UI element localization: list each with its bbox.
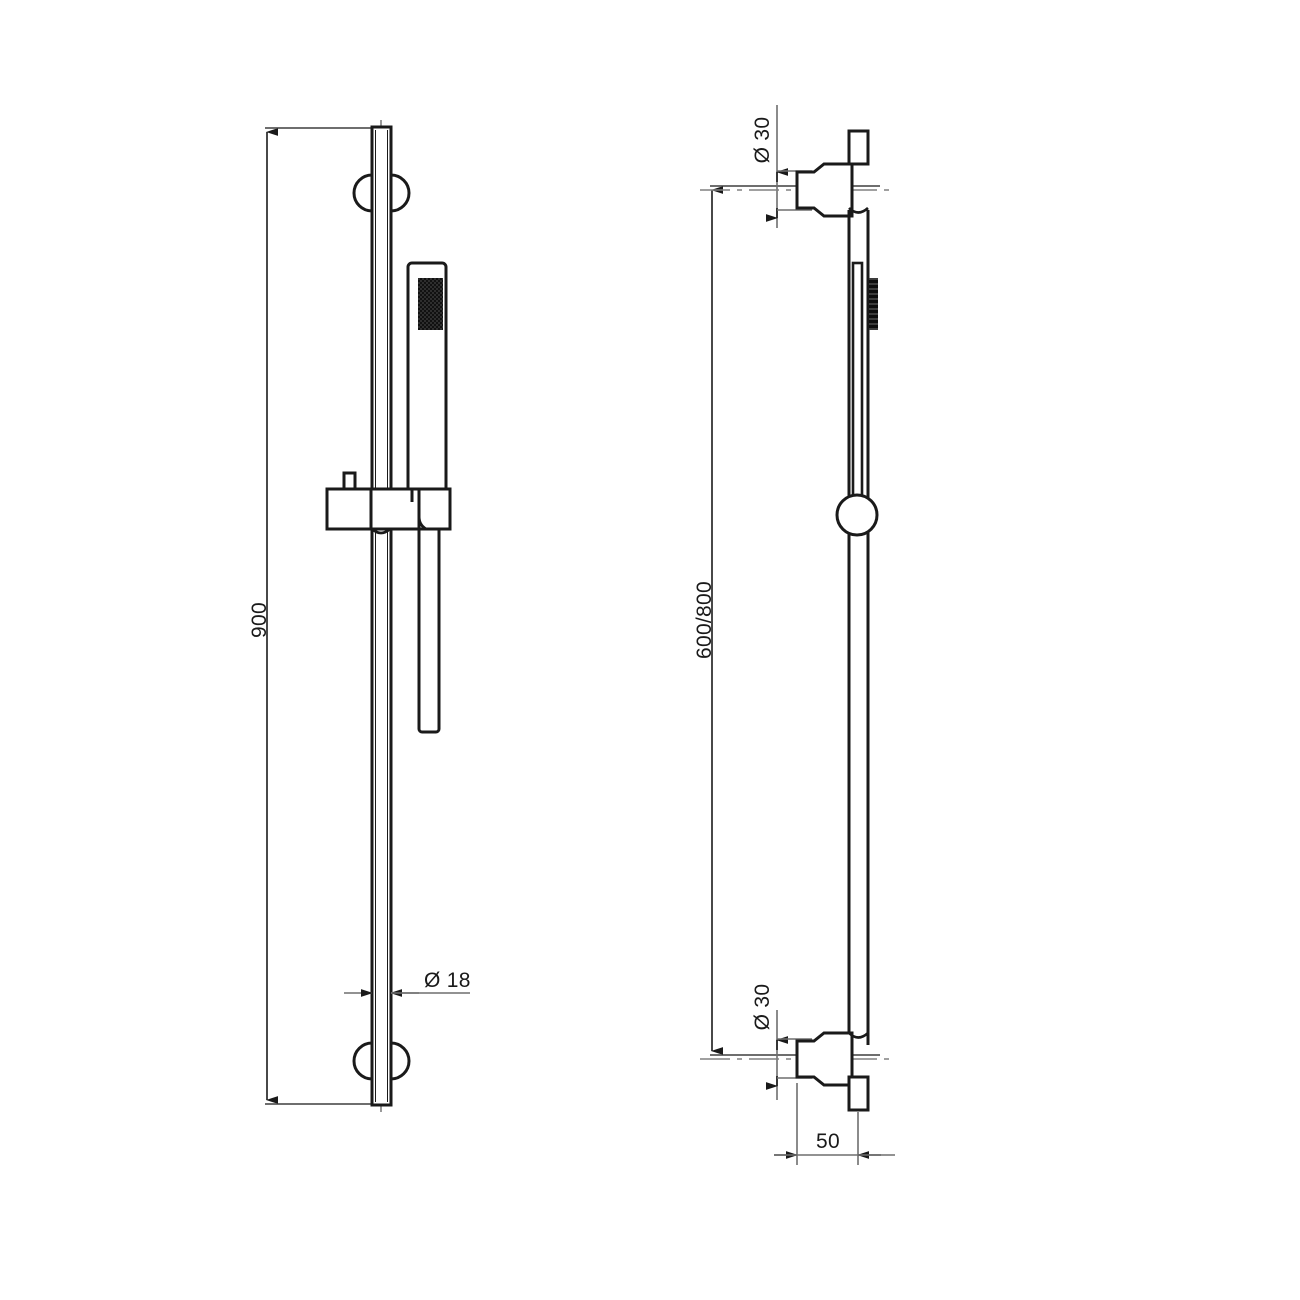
rail-bottom-stub — [847, 1075, 870, 1112]
wall-bracket-top-front — [352, 173, 411, 213]
bracket-top-body — [795, 162, 854, 218]
holder-cradle — [417, 487, 452, 531]
hand-shower-spray-face — [418, 278, 443, 330]
dimension-rail-diameter-18: Ø 18 — [344, 969, 471, 997]
bracket-bottom-neck — [848, 1031, 869, 1039]
dimension-label-rail-length-range: 600/800 — [693, 581, 716, 659]
wall-bracket-bottom-front — [352, 1041, 411, 1081]
bracket-bottom-left-half — [352, 1041, 374, 1081]
slide-rail-side — [847, 210, 870, 1045]
shower-holder-side — [835, 493, 879, 537]
slide-rail-front — [370, 125, 393, 1107]
wall-bracket-bottom-side — [700, 1031, 895, 1112]
shower-holder-front — [325, 471, 452, 535]
rail-top-stub — [847, 129, 870, 166]
wall-bracket-top-side — [700, 129, 895, 218]
bracket-top-neck — [848, 206, 869, 214]
dimension-label-wall-projection: 50 — [816, 1130, 840, 1153]
rail-body — [370, 125, 393, 1107]
handle-tube — [417, 527, 441, 734]
hand-shower-front — [406, 261, 448, 504]
front-view-group: 900 — [248, 120, 471, 1118]
dimension-rail-length-900: 900 — [248, 127, 388, 1105]
holder-left-arm — [325, 487, 373, 531]
hand-shower-side-spray-face — [869, 278, 878, 330]
dimension-bracket-top-30: Ø 30 — [751, 105, 812, 228]
dimension-wall-projection-50: 50 — [774, 1083, 895, 1165]
dimension-label-bracket-top-diameter: Ø 30 — [751, 117, 774, 164]
dimension-label-rail-length: 900 — [248, 602, 271, 638]
dimension-label-rail-diameter: Ø 18 — [424, 969, 471, 992]
bracket-bottom-body — [795, 1031, 854, 1087]
hand-shower-handle-front — [417, 527, 441, 734]
hand-shower-side-body — [851, 261, 864, 505]
side-view-group: 600/800 Ø 30 Ø 30 — [693, 105, 895, 1165]
bracket-top-right-half — [389, 173, 411, 213]
holder-ring — [835, 493, 879, 537]
dimension-label-bracket-bottom-diameter: Ø 30 — [751, 984, 774, 1031]
holder-neck-bottom — [371, 527, 391, 535]
bracket-top-left-half — [352, 173, 374, 213]
bracket-bottom-right-half — [389, 1041, 411, 1081]
